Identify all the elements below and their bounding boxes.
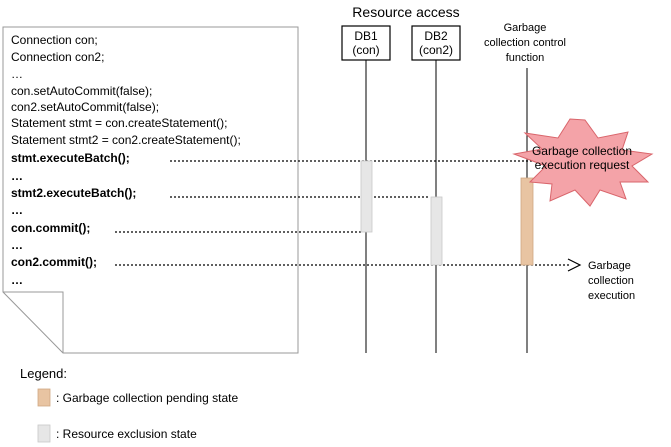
- gc-pending-state: [520, 177, 534, 266]
- db1-label: DB1: [354, 29, 378, 43]
- code-line: …: [11, 273, 23, 287]
- legend-pending-label: : Garbage collection pending state: [56, 391, 238, 405]
- document-fold: [3, 291, 64, 353]
- db1-exclusion-state: [360, 160, 373, 233]
- code-line: con2.setAutoCommit(false);: [11, 100, 159, 114]
- resource-access-label: Resource access: [352, 4, 459, 20]
- code-line: stmt.executeBatch();: [11, 151, 130, 165]
- code-line: Connection con;: [11, 33, 98, 47]
- code-document: [2, 26, 299, 354]
- code-line: Connection con2;: [11, 50, 104, 64]
- db2-label: DB2: [424, 29, 448, 43]
- code-line: con2.commit();: [11, 255, 97, 269]
- code-line: con.setAutoCommit(false);: [11, 84, 152, 98]
- db1-connection-label: (con): [352, 43, 379, 57]
- code-line: Statement stmt2 = con2.createStatement()…: [11, 133, 241, 147]
- code-line: con.commit();: [11, 221, 90, 235]
- legend-exclusion-label: : Resource exclusion state: [56, 427, 197, 441]
- legend-title: Legend:: [20, 366, 67, 381]
- code-block: Connection con; Connection con2; … con.setA…: [11, 33, 241, 287]
- db2-box: [411, 25, 461, 61]
- gc-execution-arrowhead: [567, 258, 582, 272]
- legend-exclusion-swatch: [37, 424, 51, 443]
- db1-box: [341, 25, 391, 61]
- db2-connection-label: (con2): [419, 43, 453, 57]
- code-line: Statement stmt = con.createStatement();: [11, 116, 227, 130]
- legend-pending-swatch: [37, 388, 51, 407]
- gc-function-label-2: collection control: [484, 37, 566, 49]
- gc-function-label-1: Garbage: [504, 22, 547, 34]
- code-line: stmt2.executeBatch();: [11, 186, 136, 200]
- gc-execution-label-1: Garbage: [588, 260, 631, 272]
- code-line: …: [11, 169, 23, 183]
- gc-request-label-2: execution request: [535, 158, 630, 172]
- gc-request-label-1: Garbage collection: [532, 144, 632, 158]
- gc-request-burst: [512, 118, 654, 207]
- code-line: …: [11, 203, 23, 217]
- db2-exclusion-state: [430, 196, 443, 266]
- gc-execution-label-2: collection: [588, 275, 634, 287]
- gc-execution-label-3: execution: [588, 290, 635, 302]
- code-line: …: [11, 67, 23, 81]
- gc-function-label-3: function: [506, 52, 545, 64]
- code-line: …: [11, 238, 23, 252]
